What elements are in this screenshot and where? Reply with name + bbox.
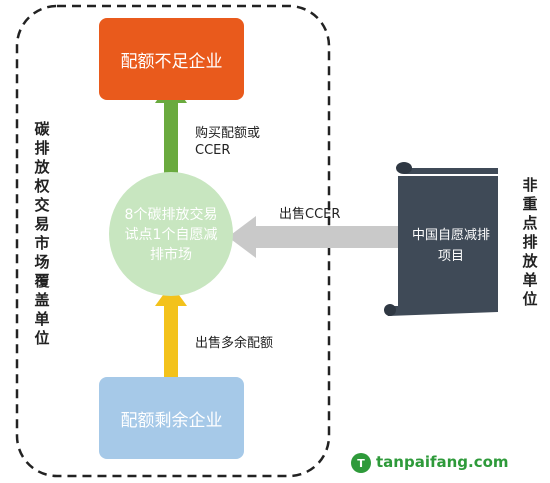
svg-text:T: T xyxy=(357,457,365,470)
voluntary-project-label: 中国自愿减排项目 xyxy=(411,228,490,264)
center-circle-text: 8个碳排放交易试点1个自愿减排市场 xyxy=(124,190,218,280)
scroll-shape xyxy=(384,162,498,316)
sell-ccer-label: 出售CCER xyxy=(279,207,341,222)
center-circle-shape xyxy=(109,172,233,296)
non-key-emitter-label: 非重点排放单位 xyxy=(522,176,538,308)
market-boundary xyxy=(15,4,331,478)
sell-surplus-label: 出售多余配额 xyxy=(195,336,274,351)
quota-surplus-label: 配额剩余企业 xyxy=(120,410,223,431)
yellow-up-arrow xyxy=(155,284,187,380)
voluntary-project-text: 中国自愿减排项目 xyxy=(410,224,492,268)
quota-shortage-label: 配额不足企业 xyxy=(120,51,223,72)
logo-text: tanpaifang.com xyxy=(376,453,509,471)
buy-label-line2: CCER xyxy=(195,143,231,158)
quota-surplus-box: 配额剩余企业 xyxy=(99,377,244,459)
gray-left-arrow xyxy=(228,216,420,258)
leaf-icon: T xyxy=(351,453,371,473)
boundary-vertical-label: 碳排放权交易市场覆盖单位 xyxy=(34,120,50,347)
center-circle-label: 8个碳排放交易试点1个自愿减排市场 xyxy=(124,207,218,263)
buy-label: 购买配额或 CCER xyxy=(195,125,260,159)
quota-shortage-box: 配额不足企业 xyxy=(99,18,244,100)
buy-label-line1: 购买配额或 xyxy=(195,126,261,141)
